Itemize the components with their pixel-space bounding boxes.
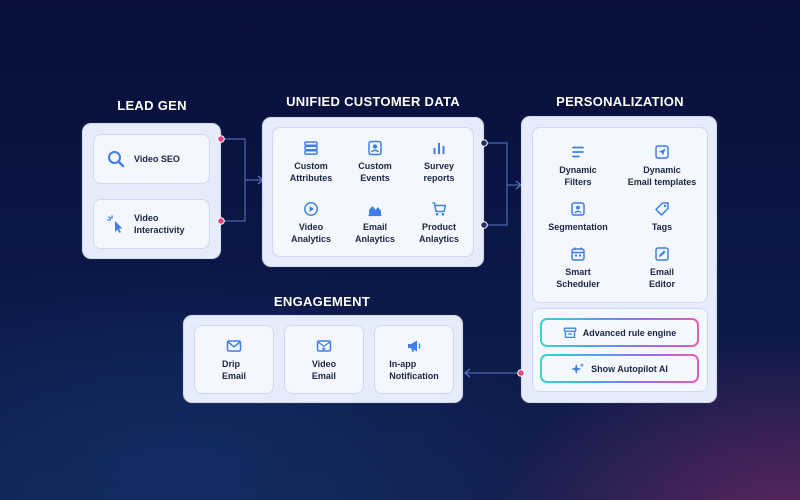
filter-lines-icon [570,144,586,160]
segmentation-item[interactable]: Segmentation [533,201,623,233]
pencil-box-icon [654,246,670,262]
port-lead-1 [217,135,225,143]
area-chart-icon [367,201,383,217]
survey-reports-label: Survey reports [423,161,455,183]
personalization-panel: Dynamic Filters Dynamic Email templates … [521,116,717,403]
port-lead-2 [217,217,225,225]
engagement-title: ENGAGEMENT [273,294,371,309]
show-autopilot-ai-label: Show Autopilot AI [591,363,668,374]
product-analytics-label: Product Anlaytics [418,222,460,244]
ucd-bracket [484,142,508,226]
video-mail-icon [316,338,332,354]
sparkle-icon [571,362,585,376]
calendar-icon [570,246,586,262]
send-box-icon [654,144,670,160]
email-analytics-label: Email Anlaytics [354,222,396,244]
video-analytics-label: Video Analytics [290,222,332,244]
play-circle-icon [303,201,319,217]
user-card-icon [367,140,383,156]
archive-box-icon [563,326,577,340]
database-icon [303,140,319,156]
port-ucd-2 [480,221,488,229]
product-analytics-item[interactable]: Product Anlaytics [394,201,484,245]
search-icon [106,149,126,169]
survey-reports-item[interactable]: Survey reports [394,140,484,184]
video-interactivity-card[interactable]: Video Interactivity [93,199,210,249]
advanced-rule-engine-button[interactable]: Advanced rule engine [540,318,699,347]
video-email-card[interactable]: Video Email [284,325,364,394]
custom-events-label: Custom Events [358,161,392,183]
video-interactivity-label: Video Interactivity [134,213,185,235]
lead-gen-panel: Video SEO Video Interactivity [82,123,221,259]
video-analytics-item[interactable]: Video Analytics [266,201,356,245]
personalization-actions-card: Advanced rule engine Show Autopilot AI [532,308,708,392]
dynamic-filters-item[interactable]: Dynamic Filters [533,144,623,188]
custom-events-item[interactable]: Custom Events [330,140,420,184]
personalization-inner-card: Dynamic Filters Dynamic Email templates … [532,127,708,303]
drip-email-card[interactable]: Drip Email [194,325,274,394]
port-personalization [517,369,525,377]
custom-attributes-label: Custom Attributes [289,161,333,183]
arrow-head-3 [464,368,471,378]
tags-item[interactable]: Tags [617,201,707,233]
personalization-title: PERSONALIZATION [556,94,684,109]
smart-scheduler-item[interactable]: Smart Scheduler [533,246,623,290]
lead-gen-bracket [221,138,246,222]
shopping-cart-icon [431,201,447,217]
email-editor-label: Email Editor [649,267,675,289]
unified-customer-data-panel: Custom Attributes Custom Events Survey r… [262,117,484,267]
unified-customer-data-title: UNIFIED CUSTOMER DATA [286,94,460,109]
custom-attributes-item[interactable]: Custom Attributes [266,140,356,184]
tag-icon [654,201,670,217]
dynamic-filters-label: Dynamic Filters [559,165,597,187]
dynamic-email-templates-item[interactable]: Dynamic Email templates [617,144,707,188]
ucd-inner-card: Custom Attributes Custom Events Survey r… [272,127,474,257]
video-email-label: Video Email [311,358,337,381]
bar-chart-icon [431,140,447,156]
drip-email-label: Drip Email [221,358,246,381]
engagement-panel: Drip Email Video Email In-app Notificati… [183,315,463,403]
show-autopilot-ai-button[interactable]: Show Autopilot AI [540,354,699,383]
video-seo-card[interactable]: Video SEO [93,134,210,184]
port-ucd-1 [480,139,488,147]
segmentation-label: Segmentation [548,222,608,232]
cursor-click-icon [106,214,126,234]
email-editor-item[interactable]: Email Editor [617,246,707,290]
in-app-notification-card[interactable]: In-app Notification [374,325,454,394]
megaphone-icon [406,338,422,354]
in-app-notification-label: In-app Notification [389,358,439,381]
user-folder-icon [570,201,586,217]
smart-scheduler-label: Smart Scheduler [556,267,600,289]
video-seo-label: Video SEO [134,154,180,164]
email-analytics-item[interactable]: Email Anlaytics [330,201,420,245]
tags-label: Tags [651,222,673,232]
dynamic-email-templates-label: Dynamic Email templates [627,165,697,187]
advanced-rule-engine-label: Advanced rule engine [582,327,677,338]
mail-icon [226,338,242,354]
lead-gen-title: LEAD GEN [117,98,187,113]
